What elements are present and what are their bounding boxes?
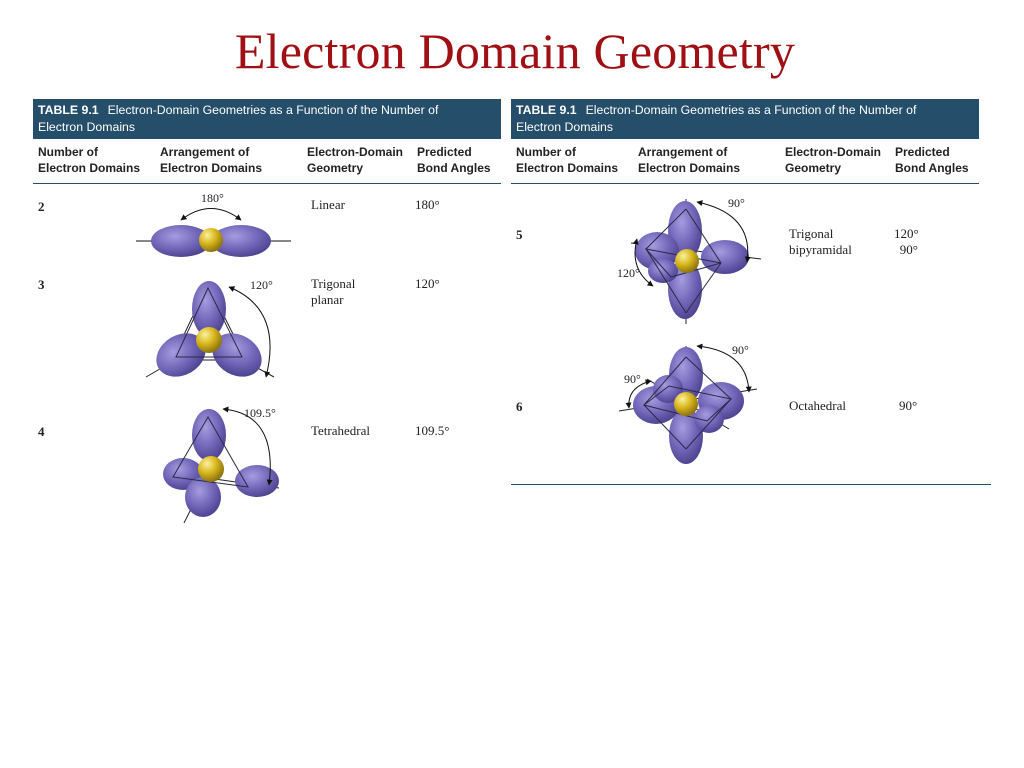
table-panel-left: TABLE 9.1 Electron-Domain Geometries as a… [33,99,501,529]
row-3-domains: 3 [38,277,45,292]
row-4-domains: 4 [38,424,45,439]
slide-title: Electron Domain Geometry [234,23,796,79]
table-number: TABLE 9.1 [516,103,577,117]
tbp-equatorial-angle-label: 120° [617,266,640,280]
tetrahedral-diagram: 109.5° [163,406,280,524]
row-4-geometry: Tetrahedral [311,423,370,438]
row-5-angle: 120°90° [894,226,919,257]
oct-angle-label-left: 90° [624,372,641,386]
caption-line-2: Electron Domains [38,119,136,134]
table-panel-right: TABLE 9.1 Electron-Domain Geometries as a… [511,99,991,485]
row-6-domains: 6 [516,399,523,414]
trigonal-bipyramidal-diagram: 90° 120° [617,196,762,324]
linear-diagram: 180° [136,191,291,257]
caption-line-2: Electron Domains [516,119,614,134]
row-2-geometry: Linear [311,197,345,212]
table-caption: TABLE 9.1 Electron-Domain Geometries as a… [33,99,501,139]
row-4-angle: 109.5° [415,423,450,438]
table-number: TABLE 9.1 [38,103,99,117]
row-6-angle: 90° [899,398,918,413]
table-caption: TABLE 9.1 Electron-Domain Geometries as a… [511,99,979,139]
row-5-domains: 5 [516,227,523,242]
trigonal-angle-label: 120° [250,278,273,292]
row-3-angle: 120° [415,276,440,291]
caption-line-1: Electron-Domain Geometries as a Function… [585,103,917,117]
octahedral-diagram: 90° 90° [618,343,758,464]
linear-angle-label: 180° [201,191,224,205]
oct-angle-label-right: 90° [732,343,749,357]
table-bottom-rule [511,484,991,485]
tetrahedral-angle-label: 109.5° [244,406,276,420]
row-6-geometry: Octahedral [789,398,847,413]
trigonal-planar-diagram: 120° [145,278,275,378]
row-2-domains: 2 [38,199,45,214]
caption-line-1: Electron-Domain Geometries as a Function… [107,103,439,117]
tbp-axial-angle-label: 90° [728,196,745,210]
row-2-angle: 180° [415,197,440,212]
